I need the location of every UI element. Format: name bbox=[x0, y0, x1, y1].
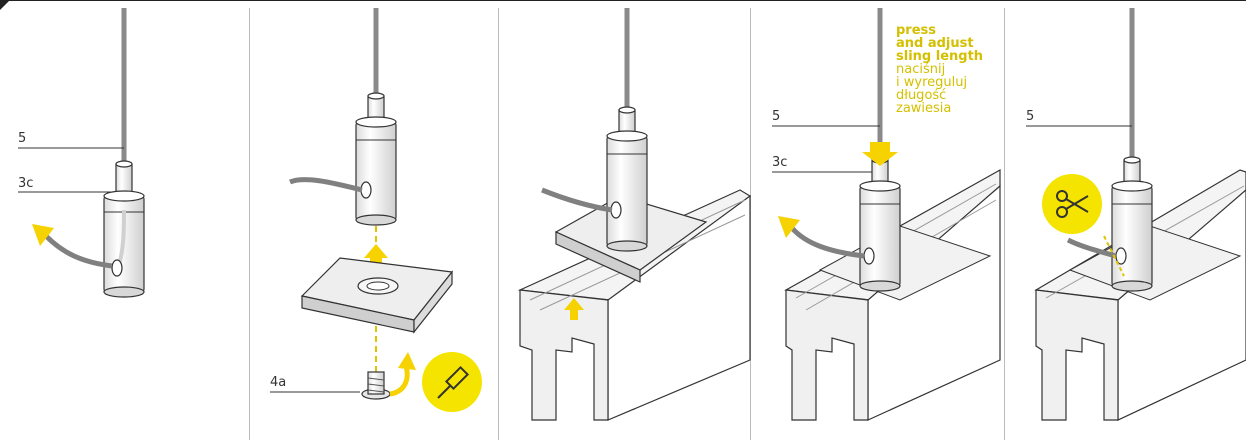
part-label-5: 5 bbox=[772, 109, 781, 124]
instruction-en-line: sling length bbox=[896, 49, 984, 64]
scissors-badge bbox=[1042, 174, 1102, 234]
cable-end bbox=[790, 226, 865, 259]
cable-end bbox=[44, 234, 113, 269]
arrow-up-icon bbox=[564, 298, 584, 320]
instruction-pl-line: naciśnij bbox=[896, 62, 946, 77]
instruction-en-line: and adjust bbox=[896, 36, 974, 51]
gripper-3c bbox=[859, 156, 901, 292]
part-label-3c: 3c bbox=[18, 176, 34, 191]
part-label-5: 5 bbox=[18, 131, 27, 146]
part-label-3c: 3c bbox=[772, 155, 788, 170]
curved-arrow-icon bbox=[778, 216, 800, 238]
instruction-pl-line: zawiesia bbox=[896, 101, 952, 116]
fixing-plate bbox=[300, 257, 454, 334]
arrow-head bbox=[398, 352, 416, 370]
panel-5 bbox=[1026, 8, 1246, 421]
gripper bbox=[1111, 156, 1153, 292]
scissors-icon bbox=[1056, 190, 1089, 218]
gripper bbox=[355, 92, 397, 226]
cable-end bbox=[289, 177, 363, 193]
instruction-pl-line: i wyreguluj bbox=[896, 75, 968, 90]
gripper bbox=[606, 106, 648, 252]
cut-line bbox=[1103, 235, 1125, 277]
instruction-en-line: press bbox=[896, 23, 937, 38]
curved-arrow-icon bbox=[389, 365, 410, 397]
instruction-pl-line: długość bbox=[896, 88, 947, 103]
screwdriver-icon bbox=[437, 365, 470, 399]
gripper-3c bbox=[103, 160, 145, 298]
panel-3 bbox=[517, 8, 752, 421]
panel-1 bbox=[18, 8, 145, 298]
curved-arrow-icon bbox=[32, 224, 54, 246]
cable-end bbox=[1066, 237, 1117, 259]
panel-4 bbox=[772, 8, 1001, 421]
arrow-down-icon bbox=[862, 142, 898, 166]
cable-end bbox=[541, 187, 613, 213]
screw-4a bbox=[361, 371, 391, 400]
panel-2 bbox=[270, 8, 482, 412]
part-label-5: 5 bbox=[1026, 109, 1035, 124]
part-label-4a: 4a bbox=[270, 375, 287, 390]
corner-marker bbox=[0, 0, 10, 10]
instruction-text: press and adjust sling length naciśnij i… bbox=[896, 24, 1006, 115]
